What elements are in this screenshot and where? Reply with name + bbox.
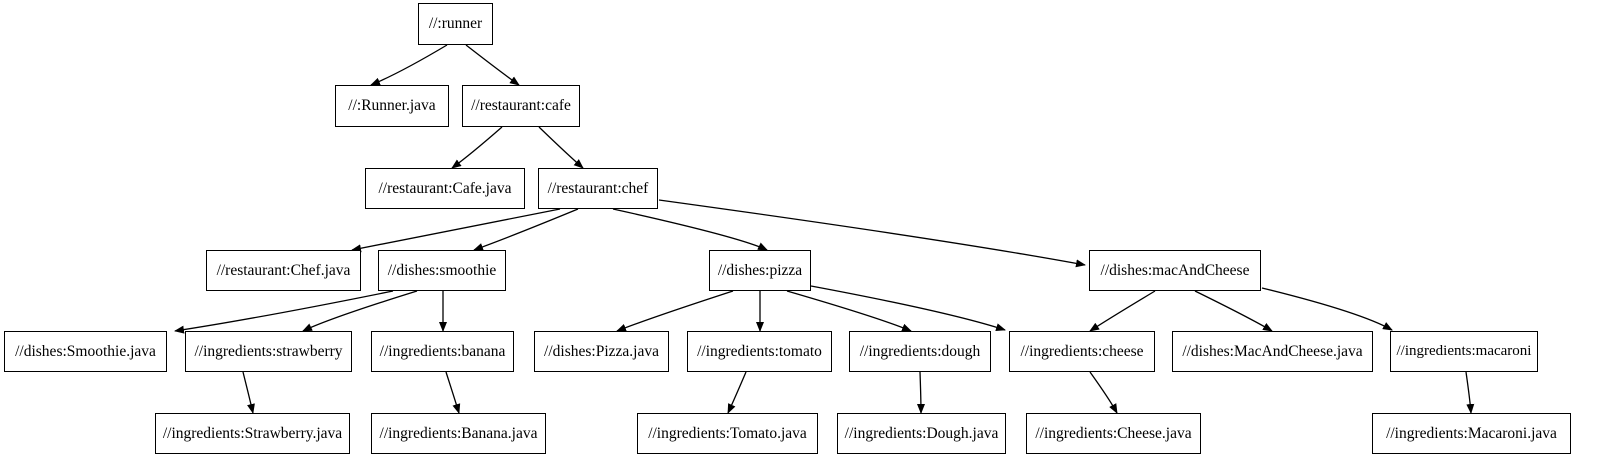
node-label-strawberry: //ingredients:strawberry: [194, 342, 343, 360]
node-label-macandcheese_java: //dishes:MacAndCheese.java: [1182, 342, 1363, 360]
node-label-macaroni: //ingredients:macaroni: [1396, 343, 1532, 359]
node-banana_java[interactable]: //ingredients:Banana.java: [371, 413, 546, 454]
node-label-runner_java: //:Runner.java: [348, 97, 436, 115]
node-macaroni_java[interactable]: //ingredients:Macaroni.java: [1372, 413, 1571, 454]
edge-dough-to-dough_java: [916, 371, 925, 414]
node-label-cheese_java: //ingredients:Cheese.java: [1035, 424, 1192, 442]
node-label-smoothie: //dishes:smoothie: [387, 261, 497, 279]
node-cafe_java[interactable]: //restaurant:Cafe.java: [365, 168, 525, 209]
edge-cheese-to-cheese_java: [1089, 371, 1118, 414]
node-macaroni[interactable]: //ingredients:macaroni: [1390, 331, 1538, 372]
edge-macaroni-to-macaroni_java: [1465, 371, 1475, 414]
node-label-dough: //ingredients:dough: [859, 342, 981, 360]
node-label-chef_java: //restaurant:Chef.java: [216, 261, 351, 279]
edge-macandcheese-to-cheese: [1089, 290, 1156, 332]
edge-banana-to-banana_java: [445, 371, 461, 414]
node-pizza[interactable]: //dishes:pizza: [709, 250, 811, 291]
node-cafe[interactable]: //restaurant:cafe: [462, 85, 580, 127]
node-smoothie[interactable]: //dishes:smoothie: [378, 250, 506, 291]
node-smoothie_java[interactable]: //dishes:Smoothie.java: [4, 331, 167, 372]
node-label-pizza: //dishes:pizza: [717, 261, 803, 279]
node-label-tomato: //ingredients:tomato: [697, 342, 822, 360]
edge-cafe-to-chef: [538, 126, 584, 169]
node-tomato_java[interactable]: //ingredients:Tomato.java: [637, 413, 818, 454]
node-label-macandcheese: //dishes:macAndCheese: [1100, 261, 1250, 279]
edge-macandcheese-to-macandcheese_java: [1194, 290, 1273, 332]
edge-tomato-to-tomato_java: [727, 371, 747, 414]
node-strawberry_java[interactable]: //ingredients:Strawberry.java: [155, 413, 350, 454]
edge-cafe-to-cafe_java: [451, 126, 503, 169]
node-label-banana: //ingredients:banana: [379, 342, 506, 360]
edge-pizza-to-pizza_java: [616, 290, 734, 332]
node-chef[interactable]: //restaurant:chef: [538, 168, 658, 209]
node-cheese[interactable]: //ingredients:cheese: [1009, 331, 1155, 372]
edge-pizza-to-cheese: [810, 285, 1006, 332]
node-label-banana_java: //ingredients:Banana.java: [379, 424, 538, 442]
edge-smoothie-to-strawberry: [302, 290, 418, 332]
node-tomato[interactable]: //ingredients:tomato: [687, 331, 832, 372]
node-label-runner: //:runner: [428, 15, 483, 33]
node-cheese_java[interactable]: //ingredients:Cheese.java: [1026, 413, 1201, 454]
node-label-chef: //restaurant:chef: [547, 179, 649, 197]
node-dough_java[interactable]: //ingredients:Dough.java: [837, 413, 1006, 454]
node-label-cafe: //restaurant:cafe: [471, 97, 571, 115]
node-macandcheese[interactable]: //dishes:macAndCheese: [1089, 250, 1261, 291]
node-dough[interactable]: //ingredients:dough: [849, 331, 991, 372]
node-runner_java[interactable]: //:Runner.java: [335, 85, 449, 127]
edge-chef-to-chef_java: [351, 208, 561, 253]
edge-runner-to-runner_java: [370, 44, 448, 86]
edge-chef-to-smoothie: [473, 208, 579, 251]
node-label-macaroni_java: //ingredients:Macaroni.java: [1386, 424, 1557, 442]
node-label-cafe_java: //restaurant:Cafe.java: [378, 179, 512, 197]
node-runner[interactable]: //:runner: [418, 3, 493, 45]
node-chef_java[interactable]: //restaurant:Chef.java: [206, 250, 361, 291]
node-label-cheese: //ingredients:cheese: [1020, 342, 1144, 360]
edge-strawberry-to-strawberry_java: [242, 371, 255, 414]
node-label-pizza_java: //dishes:Pizza.java: [544, 342, 659, 360]
node-strawberry[interactable]: //ingredients:strawberry: [185, 331, 352, 372]
node-label-dough_java: //ingredients:Dough.java: [844, 424, 999, 442]
edge-smoothie-to-smoothie_java: [174, 290, 394, 334]
node-pizza_java[interactable]: //dishes:Pizza.java: [534, 331, 669, 372]
edge-pizza-to-dough: [786, 290, 912, 332]
edge-chef-to-pizza: [612, 208, 768, 251]
node-label-smoothie_java: //dishes:Smoothie.java: [15, 342, 156, 360]
node-macandcheese_java[interactable]: //dishes:MacAndCheese.java: [1172, 331, 1373, 372]
node-banana[interactable]: //ingredients:banana: [371, 331, 514, 372]
edge-runner-to-cafe: [465, 44, 520, 86]
edge-macandcheese-to-macaroni: [1261, 287, 1393, 331]
node-label-strawberry_java: //ingredients:Strawberry.java: [162, 424, 343, 442]
node-label-tomato_java: //ingredients:Tomato.java: [648, 424, 807, 442]
